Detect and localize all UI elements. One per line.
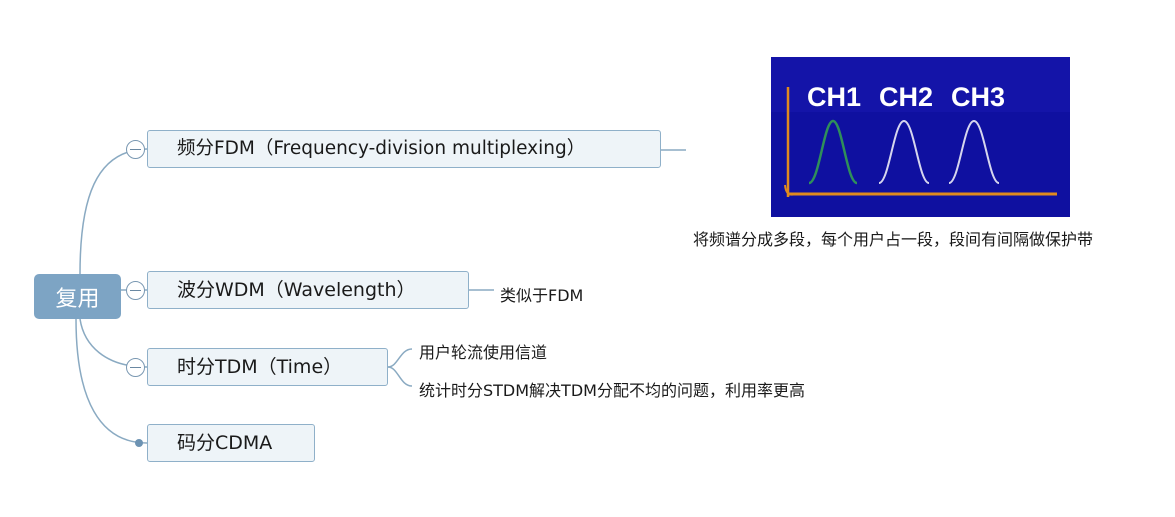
topic-label: 频分FDM（Frequency-division multiplexing） bbox=[177, 137, 586, 159]
topic-fdm[interactable]: 频分FDM（Frequency-division multiplexing） bbox=[147, 130, 661, 168]
topic-label: 时分TDM（Time） bbox=[177, 355, 343, 378]
branch-dot-icon bbox=[135, 439, 143, 447]
axis-origin bbox=[784, 184, 796, 196]
link-tdm-note2 bbox=[387, 366, 413, 387]
fdm-channels-image: CH1 CH2 CH3 bbox=[771, 57, 1070, 217]
topic-cdma[interactable]: 码分CDMA bbox=[147, 424, 315, 462]
collapse-tdm-icon[interactable] bbox=[126, 358, 145, 377]
collapse-wdm-icon[interactable] bbox=[126, 281, 145, 300]
link-root-fdm bbox=[79, 148, 148, 275]
channel-curve-2 bbox=[878, 119, 930, 184]
topic-wdm[interactable]: 波分WDM（Wavelength） bbox=[147, 271, 469, 309]
note-tdm-2: 统计时分STDM解决TDM分配不均的问题，利用率更高 bbox=[419, 381, 805, 400]
channel-curve-1 bbox=[808, 119, 858, 185]
note-fdm: 将频谱分成多段，每个用户占一段，段间有间隔做保护带 bbox=[693, 230, 1094, 249]
note-tdm-1: 用户轮流使用信道 bbox=[419, 343, 548, 362]
topic-label: 波分WDM（Wavelength） bbox=[177, 278, 416, 301]
root-topic[interactable]: 复用 bbox=[34, 274, 121, 319]
channel-label-2: CH2 bbox=[879, 82, 933, 112]
topic-tdm[interactable]: 时分TDM（Time） bbox=[147, 348, 388, 386]
topic-label: 码分CDMA bbox=[177, 431, 273, 454]
channel-curve-3 bbox=[948, 119, 1000, 184]
link-root-cdma bbox=[75, 318, 148, 444]
note-wdm: 类似于FDM bbox=[500, 286, 584, 305]
link-tdm-note1 bbox=[387, 348, 413, 368]
channel-label-3: CH3 bbox=[951, 82, 1005, 112]
collapse-fdm-icon[interactable] bbox=[126, 140, 145, 159]
channel-label-1: CH1 bbox=[807, 82, 861, 112]
